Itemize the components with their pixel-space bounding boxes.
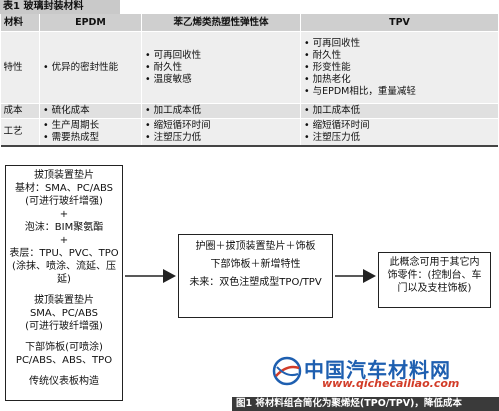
header-tpv: TPV (300, 14, 498, 32)
cell-item: • 优异的密封性能 (43, 61, 119, 73)
box-line: 下部饰板(可喷涂) (25, 342, 103, 353)
arrow-right-icon (125, 269, 176, 283)
table-row: 成本 • 硫化成本 • 加工成本低 • 加工成本低 (0, 103, 498, 119)
cell-item: • 注塑压力低 (145, 132, 202, 143)
cell-item: • 耐久性 (145, 61, 183, 73)
table-cell: • 加工成本低 (300, 103, 498, 119)
cell-item: • 加热老化 (304, 73, 351, 85)
table-row: 工艺 • 生产周期长 • 需要热成型 • 缩短循环时间 • 注塑压力低 • 缩短… (0, 118, 498, 147)
cell-item: • 生产周期长 (43, 120, 100, 131)
application-box: 此概念可用于其它内 饰零件：(控制台、车 门以及支柱饰板) (378, 252, 491, 308)
box-line: 饰零件：(控制台、车 (387, 270, 482, 281)
box-line: 拔顶装置垫片 (34, 295, 94, 306)
table-cell: • 生产周期长 • 需要热成型 (39, 118, 142, 147)
table-cell: • 缩短循环时间 • 注塑压力低 (141, 118, 301, 147)
row-label: 工艺 (0, 118, 40, 147)
box-line: 未来：双色注塑成型TPO/TPV (189, 277, 322, 288)
table-caption: 表1 玻璃封装材料 (0, 0, 120, 14)
spacer (6, 367, 122, 375)
box-line: 表层：TPU、PVC、TPO (9, 248, 119, 259)
box-line: SMA、PC/ABS (29, 308, 99, 319)
box-line: 拔顶装置垫片 (34, 170, 94, 181)
box-line: (涂抹、喷涂、流延、压延) (12, 261, 116, 285)
watermark-url: www.qichecailiao.com (322, 377, 460, 390)
spacer (6, 333, 122, 341)
table-cell: • 可再回收性 • 耐久性 • 形变性能 • 加热老化 • 与EPDM相比，重量… (300, 31, 498, 104)
globe-logo-icon (272, 356, 302, 386)
table-header-row: 材料 EPDM 苯乙烯类热塑性弹性体 TPV (0, 14, 498, 32)
header-styrenic-tpe: 苯乙烯类热塑性弹性体 (141, 14, 301, 32)
cell-item: • 加工成本低 (304, 105, 361, 116)
box-line: 门以及支柱饰板) (397, 283, 472, 294)
table-cell: • 缩短循环时间 • 注塑压力低 (300, 118, 498, 147)
cell-item: • 硫化成本 (43, 105, 90, 116)
cell-item: • 与EPDM相比，重量减轻 (304, 85, 416, 97)
header-material: 材料 (0, 14, 40, 32)
cell-item: • 注塑压力低 (304, 132, 361, 143)
cell-item: • 需要热成型 (43, 132, 100, 143)
row-label: 成本 (0, 103, 40, 119)
box-line: 下部饰板＋新增特性 (210, 259, 301, 270)
row-label: 特性 (0, 31, 40, 104)
arrow-right-icon (335, 269, 376, 283)
simplified-concept-box: 护圈＋拔顶装置垫片＋饰板 下部饰板＋新增特性 未来：双色注塑成型TPO/TPV (178, 234, 333, 318)
box-line: (可进行玻纤增强) (25, 321, 103, 332)
box-line: 泡沫：BIM聚氨酯 (24, 222, 104, 233)
cell-item: • 加工成本低 (145, 105, 202, 116)
box-line: (可进行玻纤增强) (25, 196, 103, 207)
cell-item: • 温度敏感 (145, 73, 192, 85)
cell-item: • 缩短循环时间 (145, 120, 211, 131)
cell-item: • 可再回收性 (145, 49, 202, 61)
watermark-title: 中国汽车材料网 (304, 358, 451, 382)
traditional-dashboard-box: 拔顶装置垫片 基材：SMA、PC/ABS (可进行玻纤增强) + 泡沫：BIM聚… (5, 165, 123, 401)
box-line: PC/ABS、ABS、TPO (15, 355, 113, 366)
materials-table: 材料 EPDM 苯乙烯类热塑性弹性体 TPV 特性 • 优异的密封性能 • 可再… (0, 14, 498, 147)
box-line: + (59, 209, 69, 220)
spacer (6, 286, 122, 294)
site-watermark: 中国汽车材料网 www.qichecailiao.com (270, 354, 499, 396)
table-cell: • 加工成本低 (141, 103, 301, 119)
cell-item: • 耐久性 (304, 49, 342, 61)
box-line: 护圈＋拔顶装置垫片＋饰板 (195, 241, 316, 252)
table-cell: • 优异的密封性能 (39, 31, 142, 104)
box-line: 传统仪表板构造 (29, 376, 99, 387)
box-line: 此概念可用于其它内 (389, 257, 480, 268)
cell-item: • 形变性能 (304, 61, 351, 73)
table-row: 特性 • 优异的密封性能 • 可再回收性 • 耐久性 • 温度敏感 • 可再回收… (0, 31, 498, 104)
cell-item: • 可再回收性 (304, 37, 361, 49)
figure-caption: 图1 将材料组合简化为聚烯烃(TPO/TPV)，降低成本 (232, 397, 499, 411)
box-line: 基材：SMA、PC/ABS (14, 183, 114, 194)
table-cell: • 硫化成本 (39, 103, 142, 119)
header-epdm: EPDM (39, 14, 142, 32)
table-cell: • 可再回收性 • 耐久性 • 温度敏感 (141, 31, 301, 104)
cell-item: • 缩短循环时间 (304, 120, 370, 131)
box-line: + (59, 235, 69, 246)
